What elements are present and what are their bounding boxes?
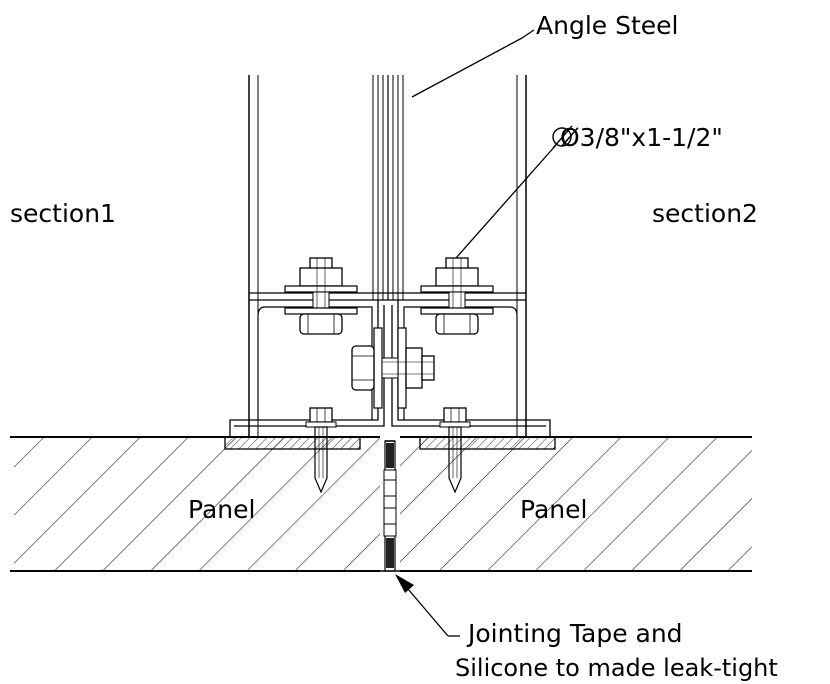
anchor-bolt-left [305, 407, 337, 494]
label-bolt-spec: Ø3/8"x1-1/2" [560, 123, 723, 152]
label-angle-steel: Angle Steel [536, 11, 678, 40]
top-bolt-left [284, 257, 358, 335]
joint-tape [380, 437, 400, 572]
label-section-left: section1 [10, 199, 116, 228]
label-note-line1: Jointing Tape and [466, 619, 683, 648]
arrowhead-icon [395, 574, 414, 593]
leader-bolt-spec [455, 125, 573, 259]
label-panel-left: Panel [188, 495, 255, 524]
label-section-right: section2 [652, 199, 758, 228]
anchor-bolt-right [439, 407, 471, 494]
label-panel-right: Panel [520, 495, 587, 524]
leader-angle-steel [411, 29, 535, 98]
base-plate-left [224, 436, 361, 450]
leader-jointing-tape [395, 574, 460, 637]
center-bolt [351, 327, 435, 409]
panel-right [400, 436, 752, 572]
angle-steel-posts [248, 75, 527, 437]
label-note-line2: Silicone to made leak-tight [455, 654, 778, 682]
base-plate-right [419, 436, 556, 450]
top-bolt-right [420, 257, 494, 335]
horizontal-flanges [249, 292, 526, 301]
